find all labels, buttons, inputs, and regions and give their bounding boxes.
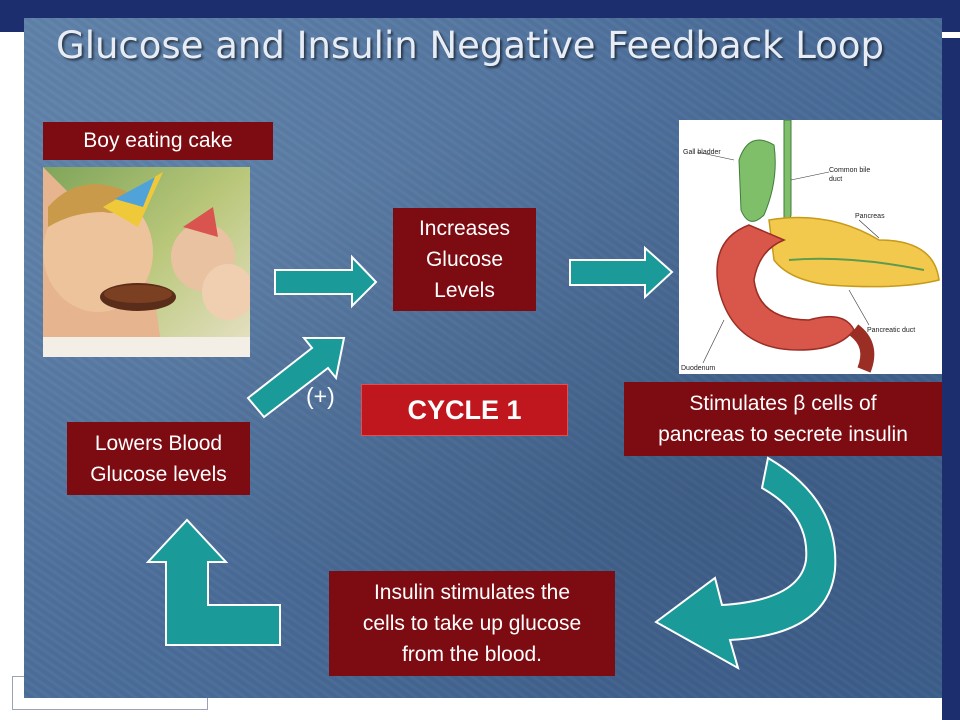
increases-glucose-line-1: Increases: [418, 217, 511, 240]
right-edge-strip: [942, 38, 960, 720]
label-gall-bladder: Gall bladder: [683, 149, 721, 156]
label-common-bile-duct-2: duct: [829, 176, 842, 183]
stimulates-beta-line-1: Stimulates β cells of: [689, 392, 877, 415]
slide-title: Glucose and Insulin Negative Feedback Lo…: [56, 24, 884, 67]
cycle-label-box: CYCLE 1: [361, 384, 568, 436]
block-arrow-right-icon: [274, 254, 378, 309]
negative-sign-label: (+): [306, 383, 335, 409]
boy-eating-cake-label: Boy eating cake: [83, 129, 233, 152]
stimulates-beta-cells-box: Stimulates β cells of pancreas to secret…: [624, 382, 942, 456]
stimulates-beta-line-2: pancreas to secrete insulin: [658, 423, 908, 446]
curved-arrow-icon: [654, 456, 837, 671]
label-duodenum: Duodenum: [681, 365, 715, 372]
insulin-stimulates-line-3: from the blood.: [401, 643, 543, 666]
label-pancreatic-duct: Pancreatic duct: [867, 327, 915, 334]
increases-glucose-box: Increases Glucose Levels: [393, 208, 536, 311]
increases-glucose-line-3: Levels: [434, 279, 495, 302]
lowers-blood-glucose-box: Lowers Blood Glucose levels: [67, 422, 250, 495]
block-arrow-right-icon-2: [569, 245, 674, 300]
boy-eating-cake-photo: [43, 167, 250, 357]
insulin-stimulates-line-2: cells to take up glucose: [362, 612, 582, 635]
lowers-glucose-line-1: Lowers Blood: [94, 431, 223, 455]
l-shaped-arrow-icon: [145, 518, 281, 646]
lowers-glucose-line-2: Glucose levels: [90, 462, 227, 486]
pancreas-anatomy-image: Gall bladder Common bile duct Pancreas P…: [679, 120, 942, 374]
boy-eating-cake-box: Boy eating cake: [43, 122, 273, 160]
insulin-stimulates-box: Insulin stimulates the cells to take up …: [329, 571, 615, 676]
insulin-stimulates-line-1: Insulin stimulates the: [373, 581, 571, 604]
cycle-label: CYCLE 1: [407, 394, 522, 425]
label-pancreas: Pancreas: [855, 213, 885, 220]
increases-glucose-line-2: Glucose: [425, 248, 504, 271]
block-arrow-diagonal-icon: [246, 337, 346, 419]
label-common-bile-duct: Common bile: [829, 167, 870, 174]
